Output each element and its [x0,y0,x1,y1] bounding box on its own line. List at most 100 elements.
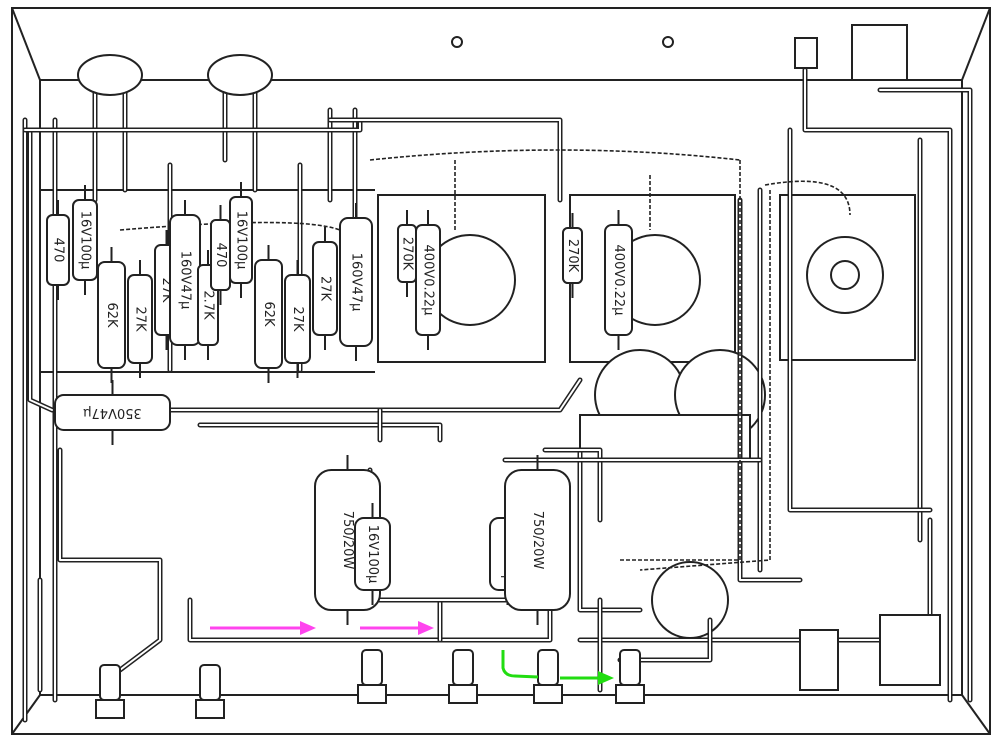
component-r3: 27K [127,260,153,378]
jack-nut [357,684,387,704]
component-c4: 160V47μ [339,203,373,361]
component-label: 350V47μ [83,405,142,420]
jack-body [452,649,474,686]
screw-icon [662,36,674,48]
chassis-corner [961,694,991,735]
jack-nut [615,684,645,704]
top-hardware [77,24,941,691]
component-body [604,224,633,336]
component-c1: 16V100μ [72,185,98,295]
jack-nut [95,699,125,719]
wire [877,87,973,703]
wire-core [199,424,441,441]
component-label: 27K [318,276,333,302]
wire-core [29,129,53,411]
component-label: 16V100μ [365,525,380,584]
wire-core [329,119,561,201]
component-label: 27K [133,306,148,332]
component-label: 750/20W [530,511,545,570]
component-body [415,224,441,336]
terminal-jack [533,649,563,704]
component-r7: 62K [254,245,283,383]
component-c2: 160V47μ [169,200,201,360]
component-label: 270K [565,239,580,273]
terminal-jack [615,649,645,704]
component-label: 62K [104,302,119,328]
component-body [562,227,583,284]
component-body [54,394,171,431]
terminal-jack [357,649,387,704]
green-arrow-icon [598,671,614,685]
rectifier-socket [651,561,729,639]
wire [22,117,363,133]
component-r2: 62K [97,247,126,383]
component-r13: 750/20W [504,455,571,625]
component-label: 400V0.22μ [611,245,626,316]
twisted-pair-wire [639,190,771,571]
octal-socket-key [830,260,860,290]
component-r11: 270K [562,213,583,298]
component-c6: 400V0.22μ [415,210,441,350]
wire-core [619,619,711,661]
jack-body [537,649,559,686]
wire-core [59,449,161,671]
component-label: 160V47μ [349,253,364,312]
potentiometer-2 [207,54,273,96]
component-label: 62K [261,301,276,327]
screw-icon [451,36,463,48]
filter-can-bracket [579,414,751,461]
jack-body [619,649,641,686]
pink-arrow-icon [418,621,434,635]
component-c3: 16V100μ [229,182,253,298]
green-wire-highlight [501,650,539,679]
wire [197,422,443,443]
jack-nut [195,699,225,719]
twisted-pair-wire [119,221,341,231]
jack-body [99,664,121,701]
wire-core [804,69,951,701]
pilot-lamp [799,629,839,691]
wire-core [789,129,931,511]
component-r1: 470 [46,200,70,300]
component-label: 270K [400,237,415,271]
output-terminals [95,649,645,719]
wire-core [24,119,361,131]
component-r8: 27K [284,260,311,378]
component-body [254,259,283,369]
component-label: 470 [51,238,66,263]
component-body [284,274,311,364]
terminal-jack [95,664,125,719]
component-label: 27K [290,306,305,332]
component-body [504,469,571,611]
wire [167,377,583,413]
component-body [97,261,126,369]
component-body [354,517,391,591]
component-r6: 470 [210,205,231,305]
jack-nut [533,684,563,704]
component-body [339,217,373,347]
wires [22,67,973,723]
tube-sockets [377,194,916,639]
potentiometer-1 [77,54,143,96]
chassis-outer-edge [11,7,991,735]
component-label: 16V100μ [234,211,249,270]
component-c7: 400V0.22μ [604,210,633,350]
component-c5: 350V47μ [54,380,171,445]
chassis-floor [39,79,963,696]
component-label: 16V100μ [78,211,93,270]
component-label: 400V0.22μ [421,245,436,316]
wire-core [739,199,801,581]
component-body [229,196,253,284]
component-label: 750/20W [340,511,355,570]
jack-nut [448,684,478,704]
jack-body [199,664,221,701]
pink-arrow-icon [300,621,316,635]
component-body [127,274,153,364]
highlight-signal-path [210,621,614,685]
power-switch [851,24,908,81]
chassis-corner [961,7,991,81]
component-label: 2.7K [201,290,216,320]
twisted-pair-wire [369,149,741,161]
